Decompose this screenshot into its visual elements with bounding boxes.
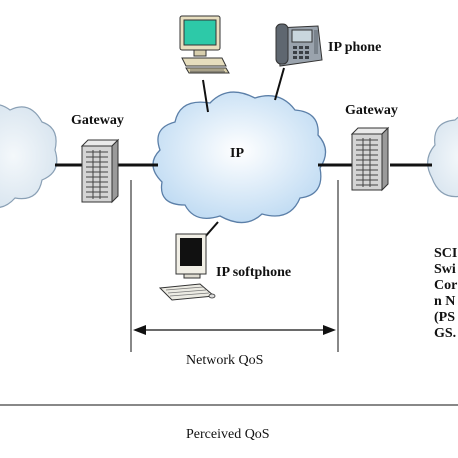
right-network-cloud [427,116,458,198]
left-gateway-rack [80,138,120,204]
desktop-pc-icon [179,15,230,74]
softphone-computer-icon [158,233,216,301]
left-network-cloud [0,104,58,208]
ip-phone-label: IP phone [328,40,382,55]
ip-cloud-label: IP [230,146,244,161]
link-ip-phone [274,67,285,101]
network-qos-label: Network QoS [186,353,264,368]
right-text-line: (PS [434,310,455,325]
right-text-line: Cor [434,278,458,293]
right-text-line: SCI [434,246,458,261]
right-text-line: GS. [434,326,457,341]
gateway-left-label: Gateway [71,113,124,128]
perceived-qos-label: Perceived QoS [186,427,270,442]
ip-cloud [152,91,327,224]
right-text-line: n N [434,294,456,309]
ip-softphone-label: IP softphone [216,265,292,280]
gateway-right-label: Gateway [345,103,398,118]
link-pc [202,79,209,113]
right-gateway-rack [350,126,390,192]
right-text-line: Swi [434,262,456,277]
network-qos-dimension [130,180,339,352]
right-cut-off-text: SCI Swi Cor n N (PS GS. [434,246,457,342]
ip-phone-icon [275,23,323,67]
